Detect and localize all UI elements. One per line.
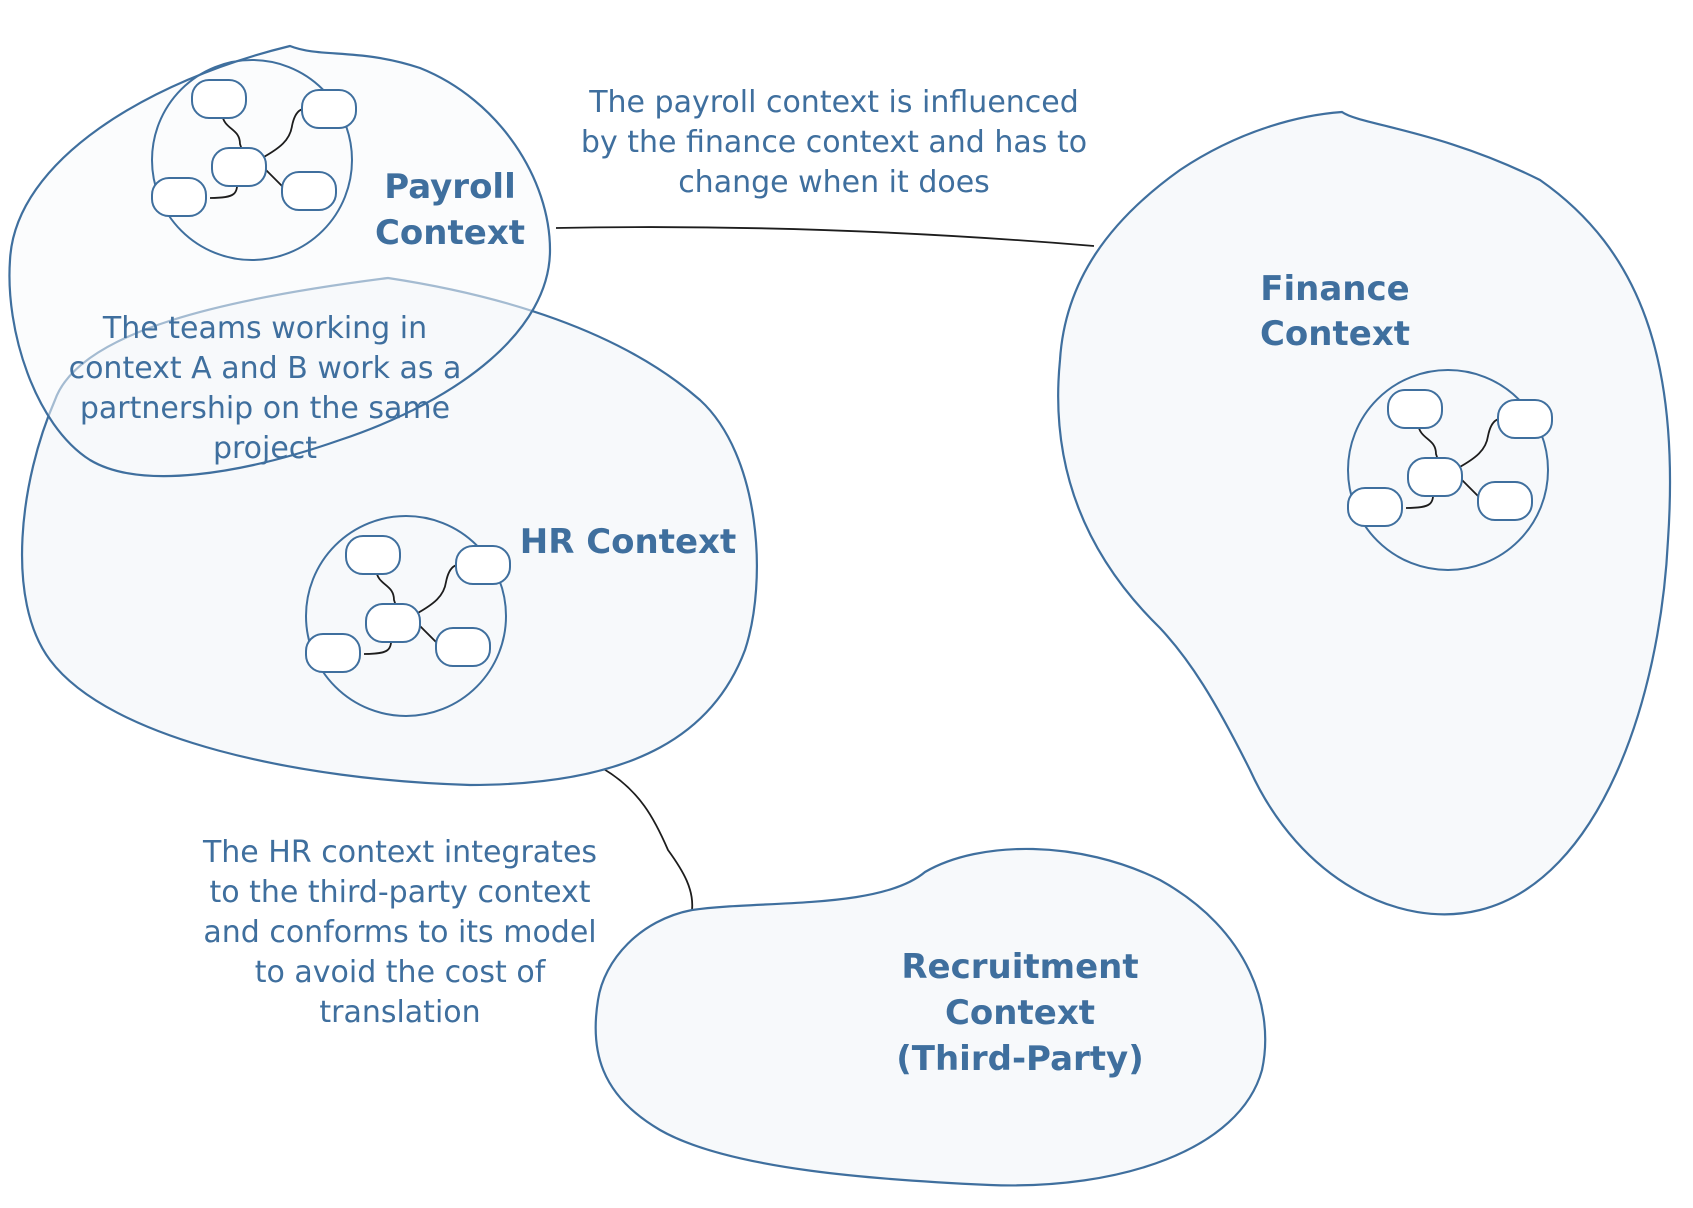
hr-title: HR Context bbox=[520, 522, 736, 562]
conformist-note-line3: and conforms to its model bbox=[203, 915, 596, 950]
partnership-note-line3: partnership on the same bbox=[80, 391, 450, 426]
conformist-note-line1: The HR context integrates bbox=[202, 835, 597, 870]
partnership-note-line2: context A and B work as a bbox=[69, 351, 462, 386]
payroll-title-line1: Payroll bbox=[384, 167, 516, 207]
conformist-note-line2: to the third-party context bbox=[209, 875, 590, 910]
conformist-note-line4: to avoid the cost of bbox=[255, 955, 547, 990]
payroll-finance-note-line2: by the finance context and has to bbox=[581, 125, 1087, 160]
recruitment-context-blob bbox=[594, 847, 1267, 1187]
recruitment-title-line1: Recruitment bbox=[901, 947, 1138, 987]
payroll-title-line2: Context bbox=[375, 213, 525, 253]
recruitment-title-line2: Context bbox=[945, 993, 1095, 1033]
payroll-context-blob bbox=[8, 44, 552, 478]
payroll-finance-note-line1: The payroll context is influenced bbox=[588, 85, 1079, 120]
payroll-finance-note-line3: change when it does bbox=[678, 165, 990, 200]
hr-recruitment-connector bbox=[601, 767, 694, 911]
recruitment-title-line3: (Third-Party) bbox=[896, 1039, 1143, 1079]
finance-title-line1: Finance bbox=[1260, 269, 1409, 309]
partnership-note-line1: The teams working in bbox=[102, 311, 427, 346]
conformist-note-line5: translation bbox=[319, 995, 480, 1030]
partnership-note-line4: project bbox=[213, 431, 317, 466]
finance-title-line2: Context bbox=[1260, 314, 1410, 354]
payroll-finance-connector bbox=[555, 226, 1095, 247]
